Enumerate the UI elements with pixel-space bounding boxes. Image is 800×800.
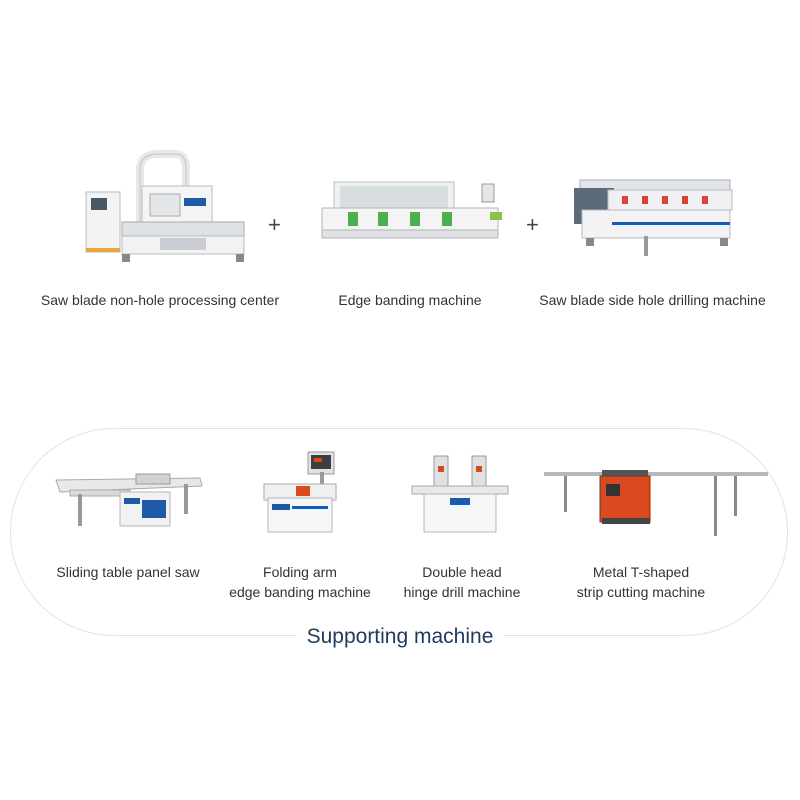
t-strip-cutter-image xyxy=(544,470,768,536)
label-line: Sliding table panel saw xyxy=(56,564,200,580)
plus-sign-2: + xyxy=(526,212,539,237)
label-line: edge banding machine xyxy=(229,584,371,600)
label-line: Metal T-shaped xyxy=(592,564,690,580)
label-line: strip cutting machine xyxy=(576,584,706,600)
machine-label-processing-center: Saw blade non-hole processing center xyxy=(40,292,280,308)
label-line: hinge drill machine xyxy=(403,584,521,600)
sliding-table-saw-image xyxy=(55,473,203,527)
label-line: Folding arm xyxy=(263,564,337,580)
machine-label-hinge-drill: Double head hinge drill machine xyxy=(362,562,562,602)
label-line: Double head xyxy=(422,564,502,580)
edge-banding-machine-image xyxy=(321,181,502,239)
machine-label-edge-banding: Edge banding machine xyxy=(338,292,482,308)
plus-sign-1: + xyxy=(268,212,281,237)
side-hole-drilling-machine-image xyxy=(574,179,733,256)
machine-label-folding-arm-edge-bander: Folding arm edge banding machine xyxy=(200,562,400,602)
folding-arm-edge-bander-image xyxy=(263,451,337,533)
machine-label-sliding-table-saw: Sliding table panel saw xyxy=(28,562,228,582)
machine-label-t-strip-cutter: Metal T-shaped strip cutting machine xyxy=(541,562,741,602)
section-title-wrapper: Supporting machine xyxy=(0,624,800,650)
cnc-nesting-router-image xyxy=(85,150,245,262)
hinge-drill-machine-image xyxy=(411,455,509,533)
machine-label-side-hole-drilling: Saw blade side hole drilling machine xyxy=(539,292,766,308)
supporting-machine-title: Supporting machine xyxy=(296,624,504,650)
